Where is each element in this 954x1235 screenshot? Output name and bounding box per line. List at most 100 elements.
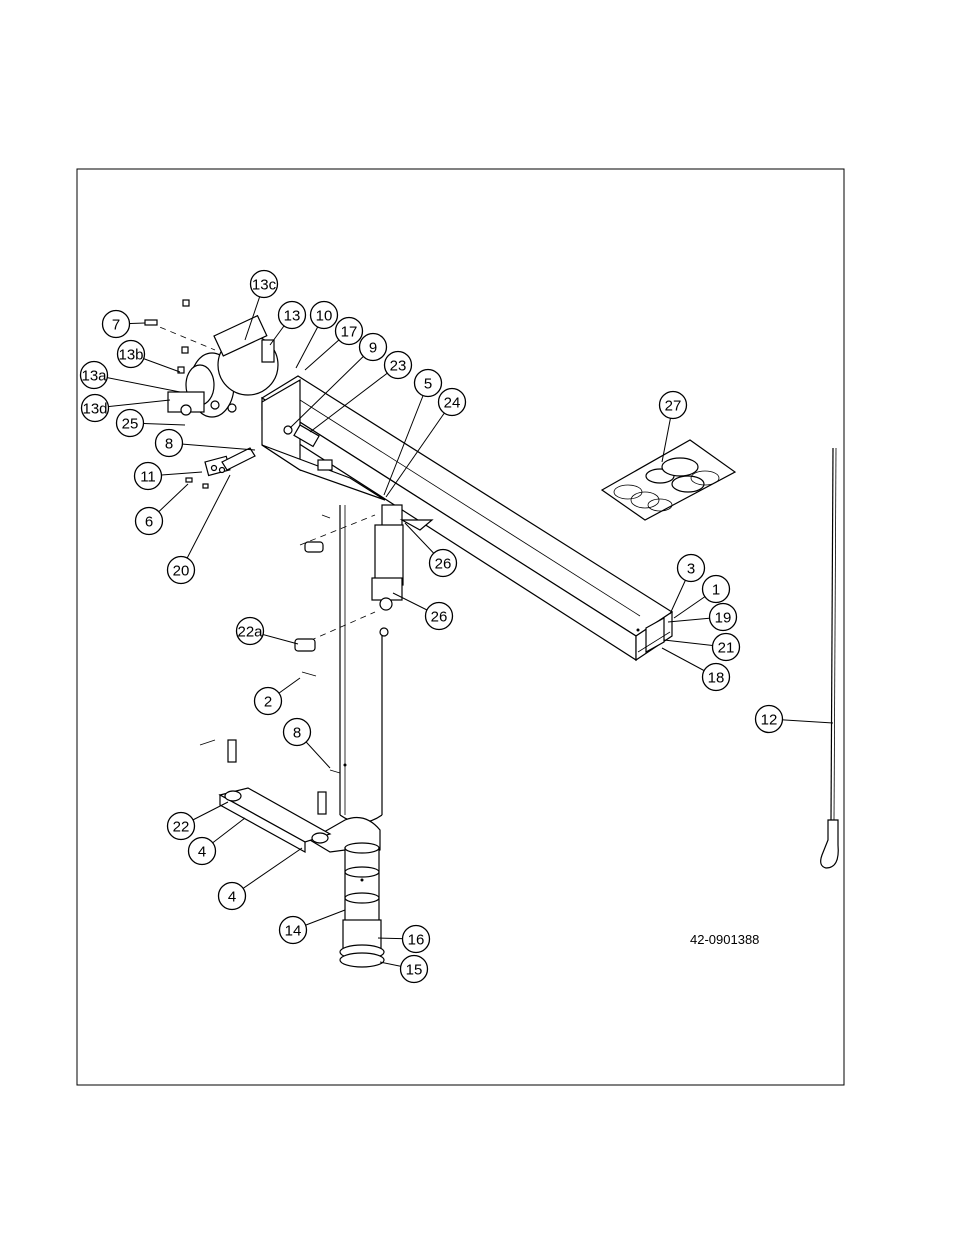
callout-circle [277, 300, 307, 330]
callout-8: 8 [154, 428, 184, 458]
callout-label: 1 [712, 582, 720, 599]
callout-label: 8 [165, 436, 173, 453]
callout-22: 22 [166, 811, 196, 841]
callout-19: 19 [708, 602, 738, 632]
callout-17: 17 [334, 316, 364, 346]
callout-4: 4 [217, 881, 247, 911]
callout-circle [80, 393, 110, 423]
callout-14: 14 [278, 915, 308, 945]
callout-label: 14 [285, 923, 302, 940]
callout-circle [116, 339, 146, 369]
leader-line-5 [383, 382, 429, 496]
callout-2: 2 [253, 686, 283, 716]
winch-assembly [144, 299, 279, 418]
callout-9: 9 [358, 332, 388, 362]
callout-label: 15 [406, 962, 423, 979]
callout-label: 17 [341, 324, 358, 341]
callout-13: 13 [277, 300, 307, 330]
callout-label: 8 [293, 725, 301, 742]
pin-plate-parts [185, 447, 256, 489]
callout-circle [235, 616, 265, 646]
callout-label: 6 [145, 514, 153, 531]
boom-mount-plate [261, 378, 386, 501]
callout-circle [253, 686, 283, 716]
callout-label: 23 [390, 358, 407, 375]
callout-label: 13d [82, 401, 107, 418]
callout-label: 12 [761, 712, 778, 729]
callout-label: 24 [444, 395, 461, 412]
callout-circle [711, 632, 741, 662]
callout-26: 26 [424, 601, 454, 631]
callout-circle [154, 428, 184, 458]
callout-circle [334, 316, 364, 346]
callout-circle [383, 350, 413, 380]
callout-25: 25 [115, 408, 145, 438]
callout-label: 22a [237, 624, 263, 641]
callout-13b: 13b [116, 339, 146, 369]
callout-circle [101, 309, 131, 339]
callout-circle [249, 269, 279, 299]
callout-1: 1 [701, 574, 731, 604]
callout-circle [187, 836, 217, 866]
leader-line-20 [180, 474, 231, 571]
callout-circle [754, 704, 784, 734]
callout-10: 10 [309, 300, 339, 330]
callout-label: 25 [122, 416, 139, 433]
callout-label: 26 [431, 609, 448, 626]
callout-label: 22 [173, 819, 190, 836]
leader-line-24 [385, 401, 453, 498]
callout-circle [424, 601, 454, 631]
callout-label: 4 [228, 889, 236, 906]
callout-11: 11 [133, 461, 163, 491]
callout-label: 5 [424, 376, 432, 393]
callout-circle [701, 662, 731, 692]
drawing-number: 42-0901388 [690, 932, 759, 947]
callout-label: 2 [264, 694, 272, 711]
callout-circle [278, 915, 308, 945]
leader-line-13a [93, 374, 181, 393]
callout-label: 16 [408, 932, 425, 949]
callout-label: 10 [316, 308, 333, 325]
callout-8: 8 [282, 717, 312, 747]
callout-circle [437, 387, 467, 417]
callout-label: 21 [718, 640, 735, 657]
callout-label: 13b [118, 347, 143, 364]
callout-20: 20 [166, 555, 196, 585]
callout-label: 7 [112, 317, 120, 334]
drawing-frame [76, 168, 845, 1086]
hydraulic-cylinder [294, 504, 434, 677]
callout-circle [79, 360, 109, 390]
callout-label: 13c [252, 277, 277, 294]
callout-label: 27 [665, 398, 682, 415]
callout-circle [399, 954, 429, 984]
seal-kit-bag [600, 439, 737, 521]
callout-label: 13 [284, 308, 301, 325]
callout-circle [115, 408, 145, 438]
callout-3: 3 [676, 553, 706, 583]
boom-arm [260, 375, 674, 662]
cable-hook [820, 447, 839, 869]
callout-18: 18 [701, 662, 731, 692]
callout-label: 20 [173, 563, 190, 580]
callout-circle [658, 390, 688, 420]
callout-23: 23 [383, 350, 413, 380]
callout-circle [676, 553, 706, 583]
callout-circle [133, 461, 163, 491]
callout-24: 24 [437, 387, 467, 417]
callout-7: 7 [101, 309, 131, 339]
callout-label: 9 [369, 340, 377, 357]
callout-13a: 13a [79, 360, 109, 390]
callout-12: 12 [754, 704, 784, 734]
callout-27: 27 [658, 390, 688, 420]
base-socket [339, 842, 385, 968]
callout-21: 21 [711, 632, 741, 662]
callout-6: 6 [134, 506, 164, 536]
callout-label: 13a [81, 368, 107, 385]
leader-line-9 [289, 346, 374, 429]
callout-4: 4 [187, 836, 217, 866]
callout-circle [413, 368, 443, 398]
callout-circle [282, 717, 312, 747]
callout-16: 16 [401, 924, 431, 954]
